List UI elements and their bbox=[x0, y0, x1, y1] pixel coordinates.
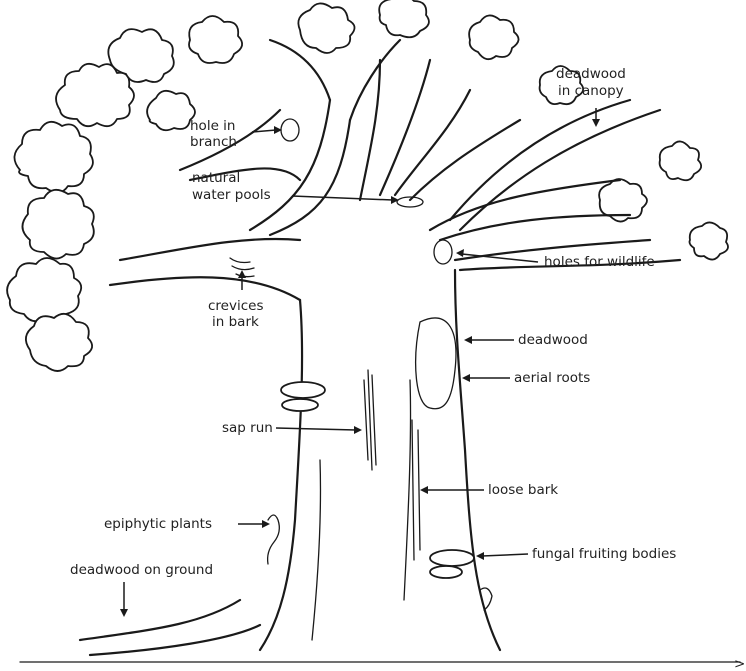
label-fungal-fruiting-bodies: fungal fruiting bodies bbox=[532, 546, 676, 562]
label-deadwood: deadwood bbox=[518, 332, 588, 348]
label-natural-water-pools-1: natural bbox=[192, 170, 240, 186]
fungal-fruiting-body-2 bbox=[430, 566, 462, 578]
loose-bark-strip bbox=[412, 420, 420, 560]
label-epiphytic-plants: epiphytic plants bbox=[104, 516, 212, 532]
label-crevices-in-bark-1: crevices bbox=[208, 298, 263, 314]
label-deadwood-on-ground: deadwood on ground bbox=[70, 562, 213, 578]
epiphyte-plant bbox=[268, 515, 280, 564]
bracket-fungus-upper bbox=[281, 382, 325, 398]
label-deadwood-in-canopy-2: in canopy bbox=[558, 83, 624, 99]
fungal-fruiting-body-1 bbox=[430, 550, 474, 566]
label-deadwood-in-canopy-1: deadwood bbox=[556, 66, 626, 82]
top-foliage bbox=[298, 0, 728, 260]
label-natural-water-pools-2: water pools bbox=[192, 187, 271, 203]
branch-hole bbox=[281, 119, 299, 141]
corner-mark: > bbox=[734, 656, 745, 671]
label-hole-in-branch-2: branch bbox=[190, 134, 237, 150]
trunk bbox=[80, 270, 500, 655]
label-holes-for-wildlife: holes for wildlife bbox=[544, 254, 655, 270]
labels: hole in branch natural water pools deadw… bbox=[70, 66, 745, 671]
label-crevices-in-bark-2: in bark bbox=[212, 314, 259, 330]
sap-run-streak bbox=[364, 370, 376, 470]
deadwood-patch bbox=[416, 318, 456, 409]
wildlife-hole bbox=[434, 240, 452, 264]
label-aerial-roots: aerial roots bbox=[514, 370, 590, 386]
label-sap-run: sap run bbox=[222, 420, 273, 436]
label-hole-in-branch-1: hole in bbox=[190, 118, 235, 134]
bracket-fungus-lower bbox=[282, 399, 318, 411]
label-loose-bark: loose bark bbox=[488, 482, 558, 498]
